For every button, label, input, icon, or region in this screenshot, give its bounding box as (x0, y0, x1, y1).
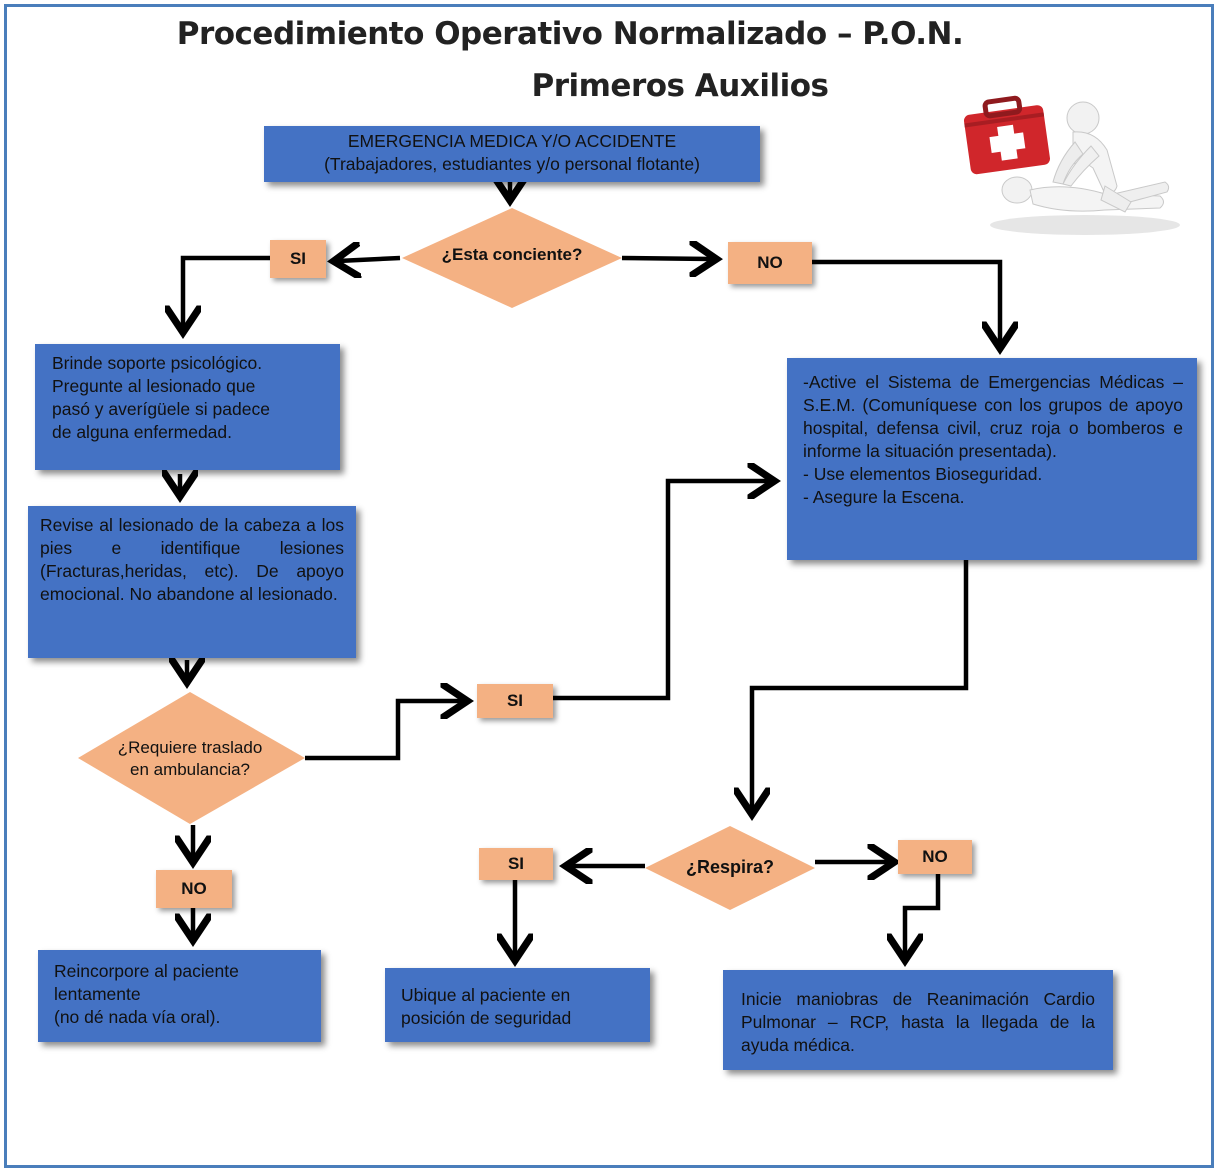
check-injuries-box: Revise al lesionado de la cabeza a los p… (28, 506, 356, 658)
arrow-conscious-to-no (621, 258, 712, 259)
conscious-no-tag: NO (728, 242, 812, 284)
safety-position-box: Ubique al paciente en posición de seguri… (385, 968, 650, 1042)
ambulance-no-tag: NO (156, 870, 232, 908)
start-box: EMERGENCIA MEDICA Y/O ACCIDENTE (Trabaja… (264, 126, 760, 182)
arrow-si-to-psych (183, 255, 270, 328)
first-aid-cpr-illustration-icon (963, 95, 1180, 235)
arrow-conscious-to-si (338, 258, 401, 261)
conscious-question: ¿Esta conciente? (441, 245, 583, 264)
arrow-si-to-sem (553, 481, 770, 701)
rcp-box: Inicie maniobras de Reanimación Cardio P… (723, 970, 1113, 1070)
activate-sem-box: -Active el Sistema de Emergencias Médica… (787, 358, 1197, 560)
breathing-no-tag: NO (898, 840, 972, 874)
ambulance-question: ¿Requiere traslado en ambulancia? (117, 738, 263, 779)
psych-support-box: Brinde soporte psicológico. Pregunte al … (35, 344, 340, 470)
page-subtitle: Primeros Auxilios (531, 68, 829, 104)
conscious-yes-tag: SI (270, 240, 326, 278)
reincorporate-box: Reincorpore al paciente lentamente (no d… (38, 950, 321, 1042)
arrow-ambulance-to-si (305, 701, 463, 761)
rcp-text: Inicie maniobras de Reanimación Cardio P… (741, 989, 1095, 1055)
breathing-question: ¿Respira? (685, 857, 775, 877)
reincorporate-text: Reincorpore al paciente lentamente (no d… (54, 961, 239, 1027)
activate-sem-text: -Active el Sistema de Emergencias Médica… (803, 372, 1183, 507)
check-injuries-text: Revise al lesionado de la cabeza a los p… (40, 515, 344, 604)
safety-position-text: Ubique al paciente en posición de seguri… (401, 985, 572, 1028)
breathing-yes-tag: SI (479, 848, 553, 880)
arrow-no-to-sem (810, 259, 1000, 344)
page-frame (4, 4, 1214, 1168)
arrow-sem-to-breathing (752, 560, 969, 810)
psych-support-text: Brinde soporte psicológico. Pregunte al … (52, 353, 270, 442)
page-title: Procedimiento Operativo Normalizado – P.… (176, 16, 964, 52)
arrow-no-to-rcp (905, 872, 941, 956)
ambulance-yes-tag: SI (477, 684, 553, 718)
start-text: EMERGENCIA MEDICA Y/O ACCIDENTE (Trabaja… (324, 131, 700, 174)
ambulance-decision-shape (78, 692, 305, 824)
conscious-decision-shape (402, 208, 622, 308)
breathing-decision-shape (645, 826, 815, 910)
